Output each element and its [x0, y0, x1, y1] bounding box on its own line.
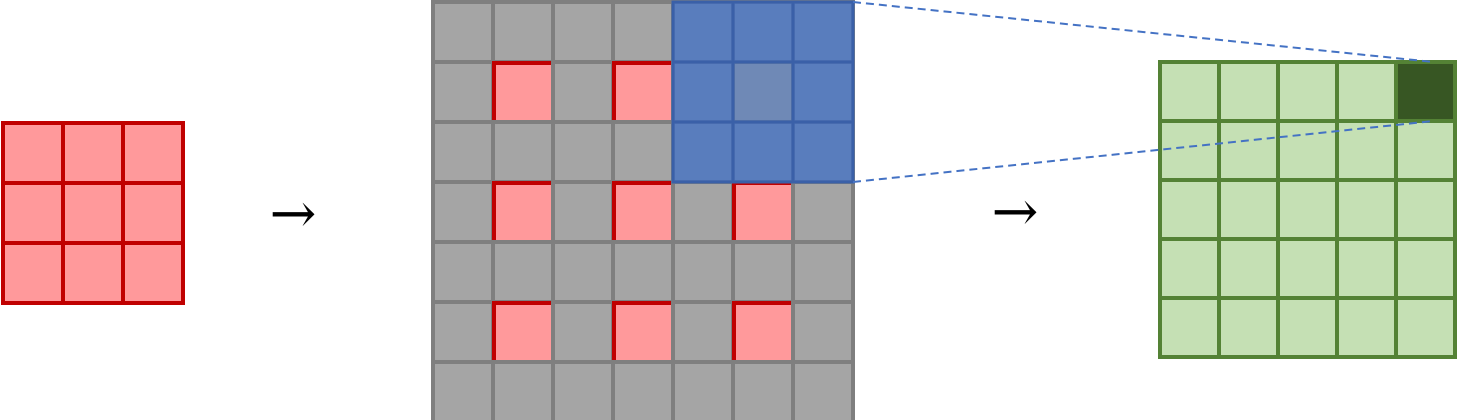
arrow-1: →: [270, 182, 317, 247]
window-cell: [791, 120, 855, 184]
padded-cell: [671, 300, 735, 364]
output-cell: [1158, 296, 1221, 359]
output-cell: [1158, 178, 1221, 241]
window-cell: [731, 0, 795, 64]
output-cell: [1276, 296, 1339, 359]
input-cell: [61, 241, 125, 305]
padded-input-cell-edge: [492, 301, 551, 360]
output-cell: [1335, 237, 1398, 300]
output-cell: [1276, 119, 1339, 182]
padded-input-cell-edge: [492, 61, 551, 120]
padded-input-cell-edge: [612, 61, 671, 120]
padded-cell: [731, 360, 795, 420]
output-cell: [1276, 60, 1339, 123]
window-cell: [731, 60, 795, 124]
padded-cell: [791, 360, 855, 420]
kernel-window: [671, 0, 855, 184]
padded-cell: [431, 240, 495, 304]
output-active-cell: [1394, 60, 1457, 123]
output-grid: [1158, 60, 1457, 359]
padded-input-cell-edge: [492, 181, 551, 240]
output-cell: [1217, 119, 1280, 182]
padded-cell: [491, 120, 555, 184]
padded-cell: [491, 0, 555, 64]
padded-input-cell-edge: [612, 301, 671, 360]
input-cell: [61, 121, 125, 185]
padded-input-cell-edge: [732, 301, 791, 360]
padded-cell: [671, 240, 735, 304]
padded-cell: [551, 360, 615, 420]
window-cell: [671, 0, 735, 64]
window-cell: [731, 120, 795, 184]
output-cell: [1335, 296, 1398, 359]
padded-cell: [431, 120, 495, 184]
padded-cell: [551, 300, 615, 364]
output-cell: [1217, 237, 1280, 300]
window-cell: [791, 60, 855, 124]
output-cell: [1335, 60, 1398, 123]
output-cell: [1276, 178, 1339, 241]
padded-input-cell: [615, 64, 671, 120]
padded-cell: [671, 360, 735, 420]
input-cell: [121, 241, 185, 305]
padded-cell: [491, 240, 555, 304]
padded-cell: [611, 240, 675, 304]
output-cell: [1217, 60, 1280, 123]
output-cell: [1217, 178, 1280, 241]
padded-cell: [431, 60, 495, 124]
padded-cell: [791, 300, 855, 364]
arrow-2: →: [992, 180, 1039, 245]
padded-input-cell: [735, 304, 791, 360]
input-grid: [1, 121, 185, 305]
padded-input-cell: [495, 184, 551, 240]
output-cell: [1394, 296, 1457, 359]
output-cell: [1217, 296, 1280, 359]
padded-cell: [491, 360, 555, 420]
output-cell: [1158, 237, 1221, 300]
padded-cell: [791, 180, 855, 244]
padded-cell: [431, 300, 495, 364]
output-cell: [1276, 237, 1339, 300]
padded-cell: [671, 180, 735, 244]
input-cell: [61, 181, 125, 245]
padded-cell: [551, 60, 615, 124]
padded-cell: [791, 240, 855, 304]
window-cell: [791, 0, 855, 64]
output-cell: [1394, 178, 1457, 241]
projection-line: [852, 1, 1434, 63]
padded-cell: [731, 240, 795, 304]
padded-input-cell: [615, 304, 671, 360]
output-cell: [1158, 60, 1221, 123]
projection-lines: [852, 1, 1434, 183]
padded-input-cell: [615, 184, 671, 240]
padded-input-cell: [495, 304, 551, 360]
padded-cell: [551, 240, 615, 304]
window-cell: [671, 60, 735, 124]
window-cell: [671, 120, 735, 184]
input-cell: [1, 181, 65, 245]
padded-input-cell: [495, 64, 551, 120]
padded-cell: [551, 120, 615, 184]
padded-cell: [551, 0, 615, 64]
padded-cell: [611, 120, 675, 184]
padded-cell: [611, 360, 675, 420]
input-cell: [1, 241, 65, 305]
input-cell: [121, 121, 185, 185]
output-cell: [1394, 119, 1457, 182]
output-cell: [1394, 237, 1457, 300]
padded-cell: [431, 180, 495, 244]
output-cell: [1335, 178, 1398, 241]
padded-input-cell-edge: [612, 181, 671, 240]
padded-cell: [551, 180, 615, 244]
padded-cell: [431, 0, 495, 64]
input-cell: [1, 121, 65, 185]
projection-line: [852, 120, 1434, 183]
output-cell: [1158, 119, 1221, 182]
padded-cell: [431, 360, 495, 420]
input-cell: [121, 181, 185, 245]
padded-input-cell: [735, 184, 791, 240]
padded-cell: [611, 0, 675, 64]
